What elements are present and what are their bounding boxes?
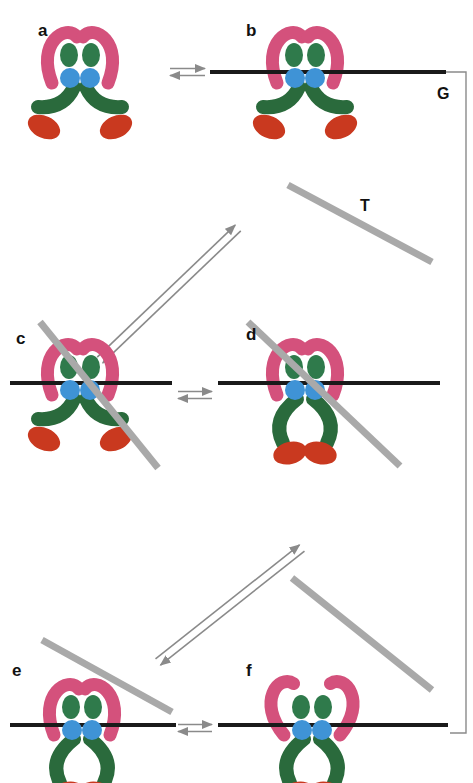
topoisomerase-complex: [249, 33, 361, 145]
clamp-domain: [279, 399, 297, 443]
gate-domain: [285, 43, 303, 67]
equilibrium-arrow: [170, 68, 205, 70]
clamp-domain: [86, 87, 122, 107]
equilibrium-arrow: [170, 75, 205, 77]
g-segment: [210, 70, 446, 74]
t-segment: [40, 322, 158, 468]
dna-binding-domain: [60, 68, 80, 88]
gate-domain: [314, 695, 332, 719]
gate-domain: [82, 43, 100, 67]
equilibrium-arrow: [178, 391, 212, 393]
clamp-domain: [56, 739, 74, 783]
atpase-domain: [78, 778, 117, 783]
panel-letter: d: [246, 326, 256, 343]
atpase-domain: [308, 778, 347, 783]
gate-domain: [60, 43, 78, 67]
dna-binding-domain: [305, 68, 325, 88]
equilibrium-arrow: [160, 551, 304, 665]
clamp-domain: [90, 739, 108, 783]
gate-domain: [307, 355, 325, 379]
atpase-domain: [321, 110, 361, 144]
clamp-domain: [313, 399, 331, 443]
equilibrium-arrow: [97, 225, 235, 357]
segment-label: G: [437, 86, 449, 102]
dna-binding-domain: [82, 720, 102, 740]
panel-letter: e: [12, 662, 21, 679]
gate-domain: [307, 43, 325, 67]
gate-domain: [292, 695, 310, 719]
atpase-domain: [24, 422, 64, 456]
dna-binding-domain: [285, 380, 305, 400]
dna-binding-domain: [285, 68, 305, 88]
topoisomerase-complex: [271, 345, 340, 468]
topoisomerase-complex: [24, 345, 136, 457]
clamp-domain: [38, 87, 74, 107]
return-line: [446, 72, 466, 733]
equilibrium-arrow: [156, 545, 300, 659]
panel-letter: c: [16, 330, 25, 347]
clamp-domain: [311, 87, 347, 107]
clamp-domain: [263, 87, 299, 107]
clamp-domain: [286, 739, 304, 783]
equilibrium-arrow: [178, 731, 212, 733]
panel-letter: a: [38, 22, 47, 39]
equilibrium-arrow: [178, 724, 212, 726]
panel-letter: f: [246, 662, 252, 679]
atpase-domain: [48, 778, 87, 783]
atpase-domain: [278, 778, 317, 783]
dna-binding-domain: [60, 380, 80, 400]
segment-label: T: [360, 198, 370, 214]
dna-binding-domain: [62, 720, 82, 740]
t-segment: [248, 322, 400, 466]
topoisomerase-complex: [264, 679, 360, 783]
equilibrium-arrow: [103, 231, 241, 363]
topoisomerase-complex: [48, 685, 117, 783]
dna-binding-domain: [80, 68, 100, 88]
atpase-domain: [24, 110, 64, 144]
dna-binding-domain: [292, 720, 312, 740]
t-segment: [42, 640, 172, 712]
g-segment: [218, 723, 448, 727]
g-segment: [218, 381, 440, 385]
clamp-domain: [320, 739, 338, 783]
t-segment: [288, 185, 432, 262]
clamp-domain: [38, 399, 74, 419]
t-segment: [292, 578, 432, 690]
topoisomerase-complex: [24, 33, 136, 145]
gate-domain: [84, 695, 102, 719]
equilibrium-arrow: [178, 398, 212, 400]
atpase-domain: [249, 110, 289, 144]
atpase-domain: [96, 110, 136, 144]
atpase-domain: [271, 438, 310, 468]
dna-binding-domain: [312, 720, 332, 740]
atpase-domain: [96, 422, 136, 456]
gate-domain: [62, 695, 80, 719]
panel-letter: b: [246, 22, 256, 39]
atpase-domain: [301, 438, 340, 468]
